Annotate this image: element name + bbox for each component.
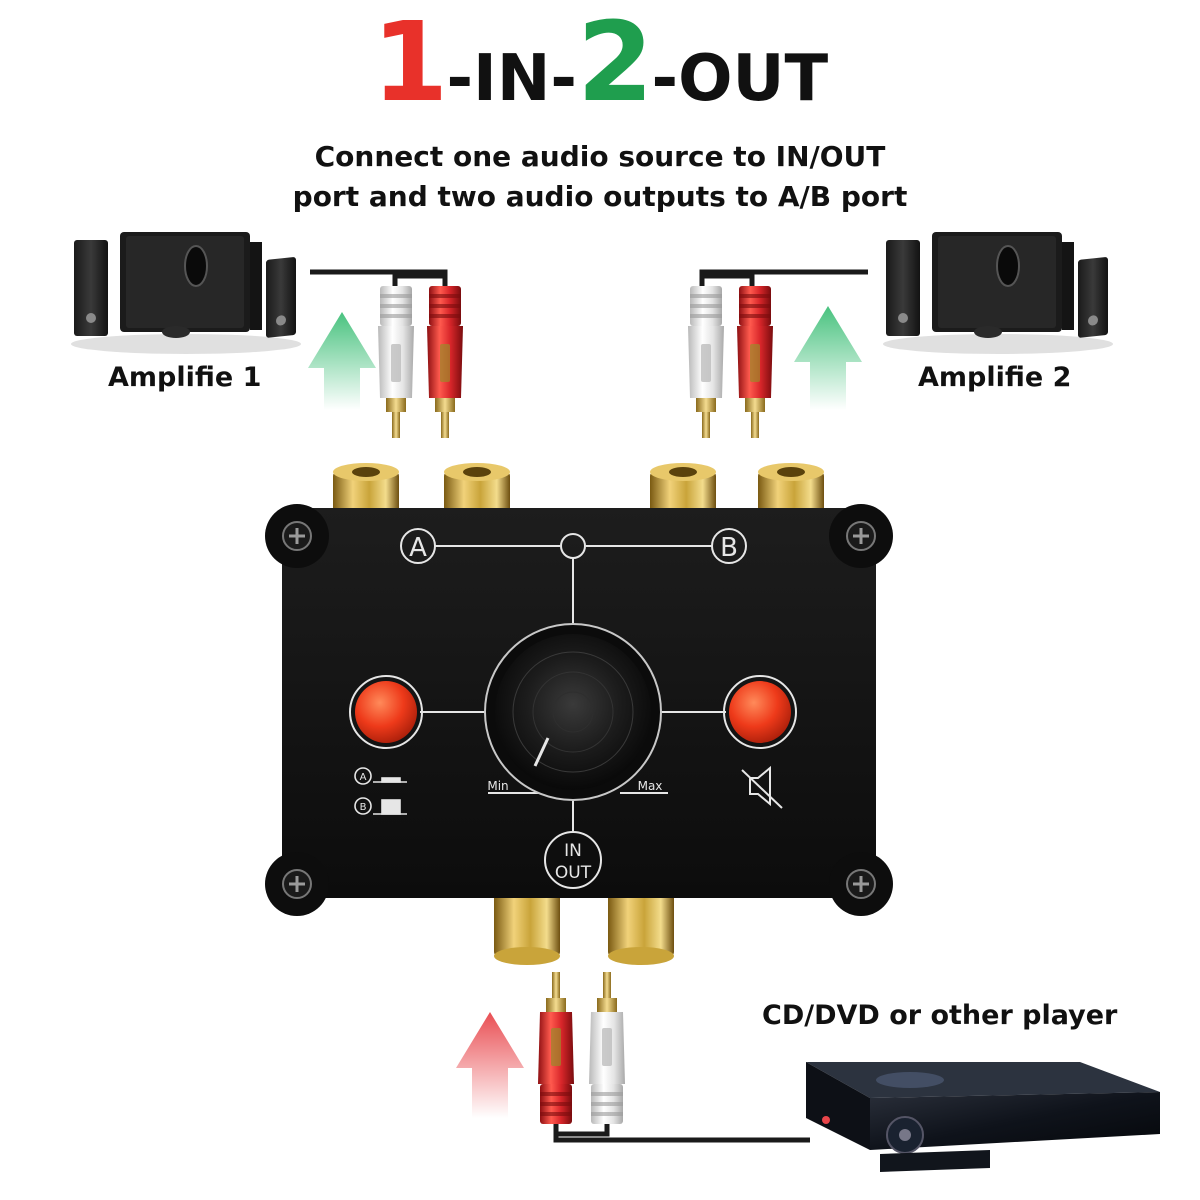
inout-out-label: OUT (555, 863, 592, 883)
input-red-plug (538, 972, 574, 1124)
arrow-up-icon-left (308, 312, 376, 410)
arrow-up-icon-input (456, 1012, 524, 1118)
mute-button[interactable] (729, 681, 791, 743)
arrow-up-icon-right (794, 306, 862, 410)
headline-number-2: 2 (576, 0, 654, 126)
amp2-red-plug (737, 286, 773, 438)
knob-min-label: Min (487, 779, 508, 793)
subtitle-line-2: port and two audio outputs to A/B port (292, 180, 908, 213)
amplifier-2-label: Amplifie 2 (918, 362, 1072, 393)
cable-player (553, 1120, 810, 1143)
headline-number-1: 1 (371, 0, 449, 126)
jack-inout-left (494, 892, 560, 965)
ab-select-button[interactable] (355, 681, 417, 743)
input-white-plug (589, 972, 625, 1124)
amp1-red-plug (427, 286, 463, 438)
audio-switch-device (265, 463, 893, 965)
headline-in: -IN- (446, 42, 577, 116)
legend-b-letter: B (360, 802, 367, 813)
jack-inout-right (608, 892, 674, 965)
legend-a-letter: A (360, 772, 367, 783)
cable-amp1 (310, 269, 448, 290)
ab-legend (354, 767, 407, 815)
dvd-player (806, 1062, 1160, 1172)
amplifier-2-speakers (882, 231, 1114, 355)
port-a-label: A (409, 533, 427, 563)
amplifier-1-speakers (70, 231, 302, 355)
speaker-mute-icon (741, 765, 783, 809)
headline: 1-IN-2-OUT (0, 0, 1200, 126)
volume-knob[interactable] (484, 623, 662, 801)
headline-out: -OUT (651, 42, 829, 116)
inout-in-label: IN (564, 841, 582, 861)
screw-icon (282, 521, 876, 899)
amp1-white-plug (378, 286, 414, 438)
subtitle: Connect one audio source to IN/OUT port … (0, 137, 1200, 217)
port-b-label: B (720, 533, 738, 563)
subtitle-line-1: Connect one audio source to IN/OUT (314, 140, 886, 173)
amplifier-1-label: Amplifie 1 (108, 362, 262, 393)
amp2-white-plug (688, 286, 724, 438)
cable-amp2 (699, 269, 868, 290)
knob-max-label: Max (638, 779, 663, 793)
player-label: CD/DVD or other player (762, 1000, 1118, 1031)
